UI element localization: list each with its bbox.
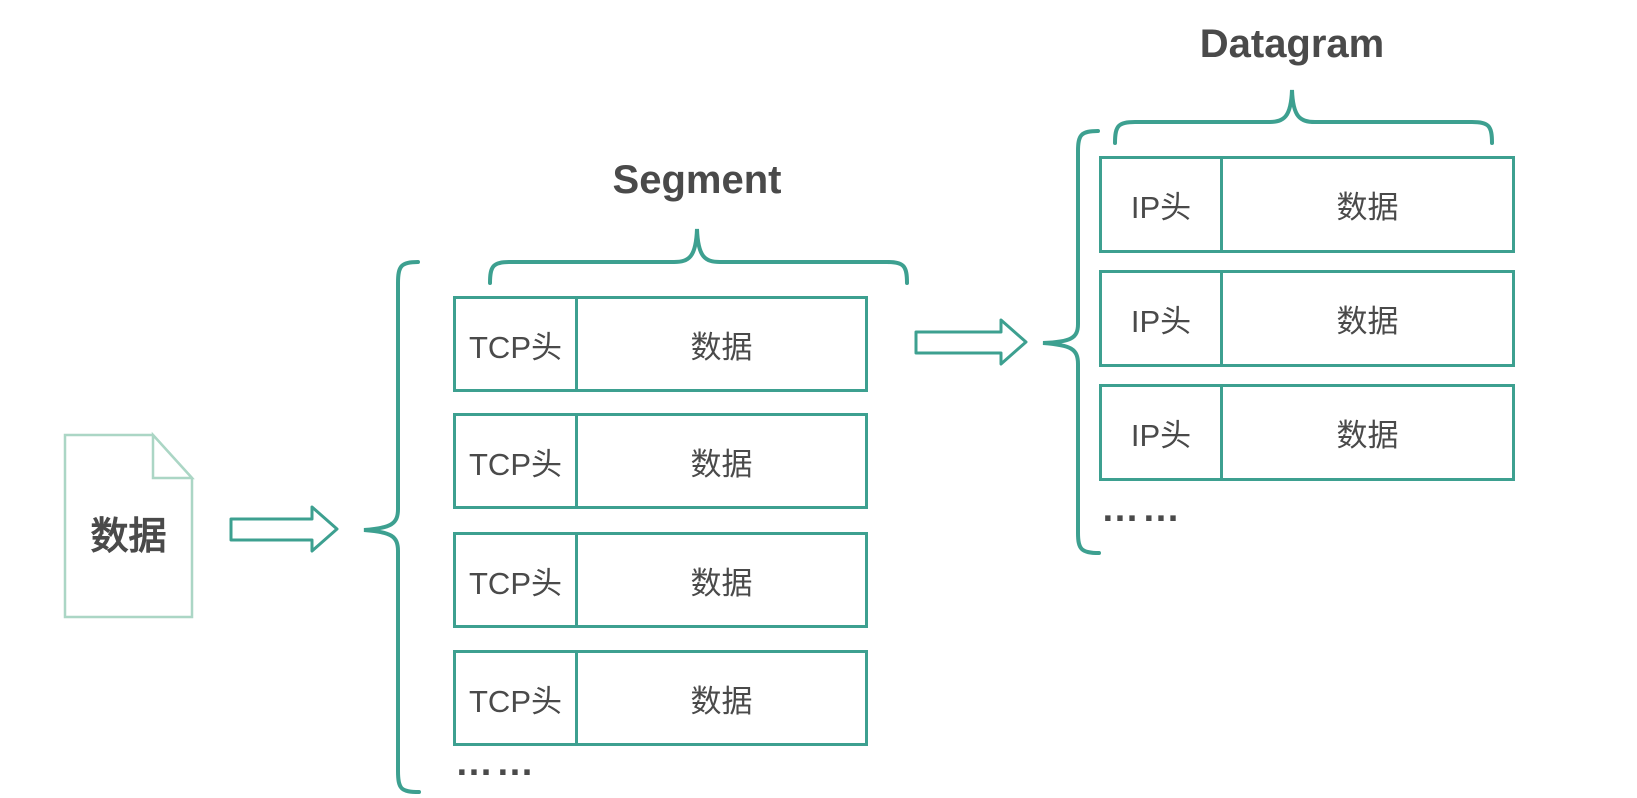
datagram-row: IP头 数据 (1099, 384, 1515, 481)
segment-title: Segment (612, 158, 782, 202)
tcp-data-cell: 数据 (690, 446, 753, 482)
datagram-row: IP头 数据 (1099, 156, 1515, 253)
segment-row: TCP头 数据 (453, 532, 868, 628)
document-icon (63, 431, 195, 619)
tcp-header-cell: TCP头 (456, 535, 578, 625)
ip-header-cell: IP头 (1102, 159, 1223, 250)
arrow-right-icon-2 (914, 318, 1028, 366)
ip-header-cell: IP头 (1102, 387, 1223, 478)
segment-row: TCP头 数据 (453, 413, 868, 509)
tcp-data-cell: 数据 (690, 329, 753, 365)
tcp-data-cell: 数据 (690, 683, 753, 719)
datagram-row: IP头 数据 (1099, 270, 1515, 367)
tcp-header-cell: TCP头 (456, 299, 578, 389)
tcp-data-cell: 数据 (690, 565, 753, 601)
document-outline (63, 433, 194, 619)
tcp-header-cell: TCP头 (456, 416, 578, 506)
ip-data-cell: 数据 (1336, 304, 1399, 339)
ip-data-cell: 数据 (1336, 190, 1399, 225)
ip-header-cell: IP头 (1102, 273, 1223, 364)
segment-group-brace (363, 260, 421, 794)
segment-row: TCP头 数据 (453, 650, 868, 746)
datagram-group-brace (1042, 129, 1101, 555)
datagram-title: Datagram (1199, 22, 1385, 66)
ip-data-cell: 数据 (1336, 418, 1399, 453)
tcp-header-cell: TCP头 (456, 653, 578, 743)
datagram-ellipsis: …… (1101, 488, 1183, 530)
segment-title-brace (488, 228, 909, 285)
document-fold-corner (151, 431, 195, 480)
datagram-title-brace (1113, 89, 1494, 145)
arrow-right-icon-1 (229, 505, 339, 553)
source-data-label: 数据 (90, 516, 167, 558)
segment-row: TCP头 数据 (453, 296, 868, 392)
segment-ellipsis: …… (455, 742, 537, 784)
